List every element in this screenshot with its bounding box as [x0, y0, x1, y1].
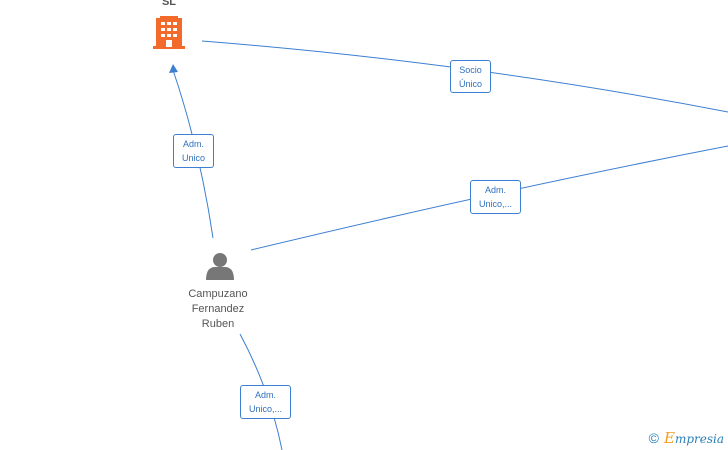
- company-name: SL: [161, 0, 177, 8]
- edge-label-adm-unico-right[interactable]: Adm. Unico,...: [470, 180, 521, 214]
- arrowhead: [169, 64, 178, 73]
- edge-label-adm-unico-company[interactable]: Adm. Unico: [173, 134, 214, 168]
- edge-label-line: Adm.: [254, 390, 276, 400]
- person-name-line-3: Ruben: [201, 318, 235, 330]
- edge-label-line: Unico: [181, 153, 205, 163]
- edge-label-line: Unico,...: [248, 404, 282, 414]
- person-icon[interactable]: [206, 253, 234, 280]
- edge-label-adm-unico-bottom[interactable]: Adm. Unico,...: [240, 385, 291, 419]
- edge-label-socio-unico[interactable]: Socio Único: [450, 60, 491, 93]
- building-icon[interactable]: [153, 16, 185, 49]
- brand-rest: mpresia: [674, 432, 724, 446]
- edge-label-line: Unico,...: [478, 199, 512, 209]
- edge-label-line: Adm.: [484, 185, 506, 195]
- brand-initial: E: [663, 429, 675, 447]
- company-label: SL: [150, 0, 188, 10]
- person-label[interactable]: Campuzano Fernandez Ruben: [168, 287, 268, 332]
- edge-label-line: Único: [458, 79, 482, 89]
- copyright-symbol: ©: [648, 430, 659, 446]
- brand-logo: Empresia: [664, 429, 724, 447]
- empresia-watermark: © Empresia: [649, 429, 724, 447]
- edge-label-line: Adm.: [182, 139, 204, 149]
- person-name-line-1: Campuzano: [188, 288, 248, 300]
- person-name-line-2: Fernandez: [191, 303, 245, 315]
- edge-label-line: Socio: [459, 65, 482, 75]
